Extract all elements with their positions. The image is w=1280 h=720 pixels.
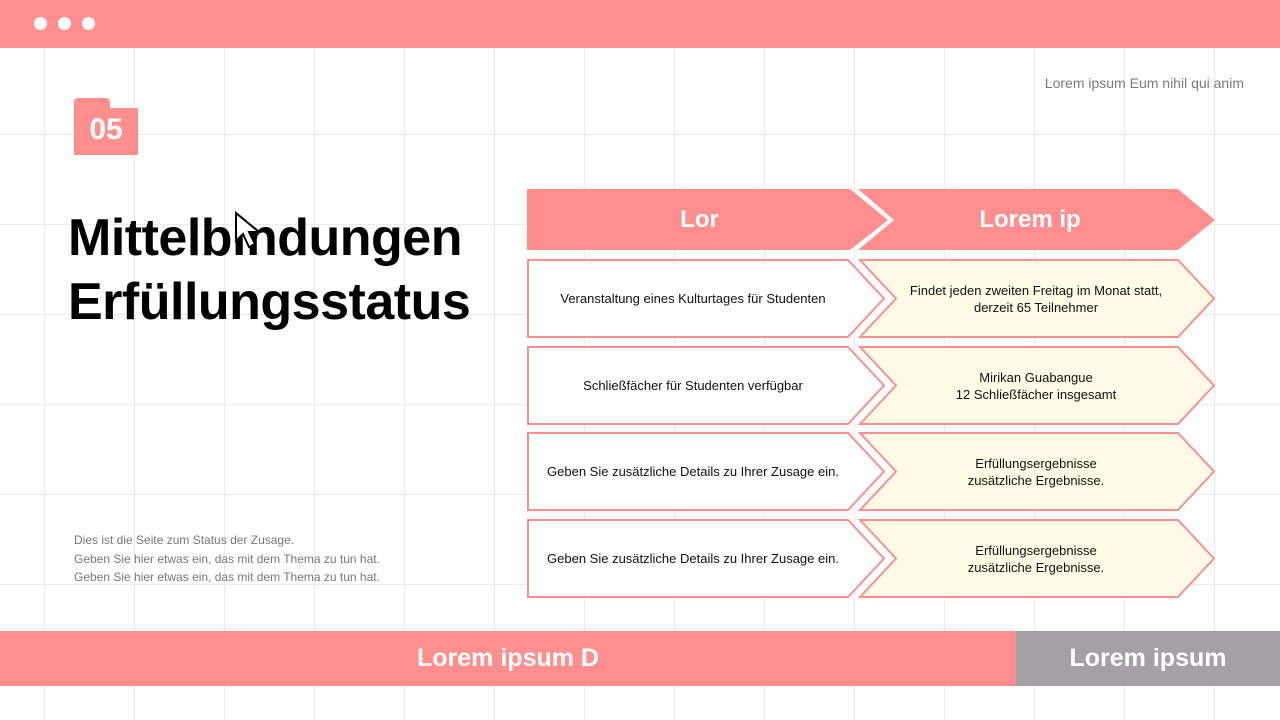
folder-icon: 05 bbox=[74, 98, 138, 156]
row-left-shape bbox=[527, 432, 886, 511]
title-line: Mittelbindungen bbox=[68, 209, 462, 267]
description-line: Geben Sie hier etwas ein, das mit dem Th… bbox=[74, 570, 380, 584]
table-header: Lor bbox=[680, 205, 719, 233]
mouse-cursor-icon bbox=[235, 211, 262, 249]
section-number: 05 bbox=[74, 108, 138, 155]
row-left-shape bbox=[527, 259, 886, 338]
footer-right-button[interactable]: Lorem ipsum bbox=[1016, 631, 1280, 686]
page-title: Mittelbindungen Erfüllungsstatus bbox=[68, 206, 471, 334]
header-shape bbox=[858, 189, 1215, 250]
window-dot-icon[interactable] bbox=[82, 17, 95, 30]
row-left-shape bbox=[527, 346, 886, 425]
row-right-cell: Erfüllungsergebnisse zusätzliche Ergebni… bbox=[967, 455, 1105, 488]
description: Dies ist die Seite zum Status der Zusage… bbox=[74, 531, 380, 587]
row-left-shape bbox=[527, 519, 886, 598]
row-right-cell: Mirikan Guabangue 12 Schließfächer insge… bbox=[955, 369, 1117, 402]
title-line: Erfüllungsstatus bbox=[68, 273, 471, 331]
window-dot-icon[interactable] bbox=[34, 17, 47, 30]
row-left-cell: Veranstaltung eines Kulturtages für Stud… bbox=[560, 291, 826, 306]
header-shape bbox=[527, 189, 888, 250]
row-right-cell: Findet jeden zweiten Freitag im Monat st… bbox=[909, 282, 1163, 315]
window-titlebar bbox=[0, 0, 1280, 48]
row-right-cell: Erfüllungsergebnisse zusätzliche Ergebni… bbox=[967, 542, 1105, 575]
row-left-cell: Geben Sie zusätzliche Details zu Ihrer Z… bbox=[547, 464, 839, 479]
row-left-cell: Schließfächer für Studenten verfügbar bbox=[583, 378, 803, 393]
footer-left-button[interactable]: Lorem ipsum D bbox=[0, 631, 1016, 686]
window-dot-icon[interactable] bbox=[58, 17, 71, 30]
description-line: Geben Sie hier etwas ein, das mit dem Th… bbox=[74, 551, 380, 566]
corner-text: Lorem ipsum Eum nihil qui anim bbox=[1044, 75, 1244, 91]
row-left-cell: Geben Sie zusätzliche Details zu Ihrer Z… bbox=[547, 551, 839, 566]
table-header: Lorem ip bbox=[979, 205, 1081, 233]
row-right-shape bbox=[857, 432, 1216, 511]
row-right-shape bbox=[857, 346, 1216, 425]
row-right-shape bbox=[857, 259, 1216, 338]
description-line: Dies ist die Seite zum Status der Zusage… bbox=[74, 533, 295, 547]
row-right-shape bbox=[857, 519, 1216, 598]
